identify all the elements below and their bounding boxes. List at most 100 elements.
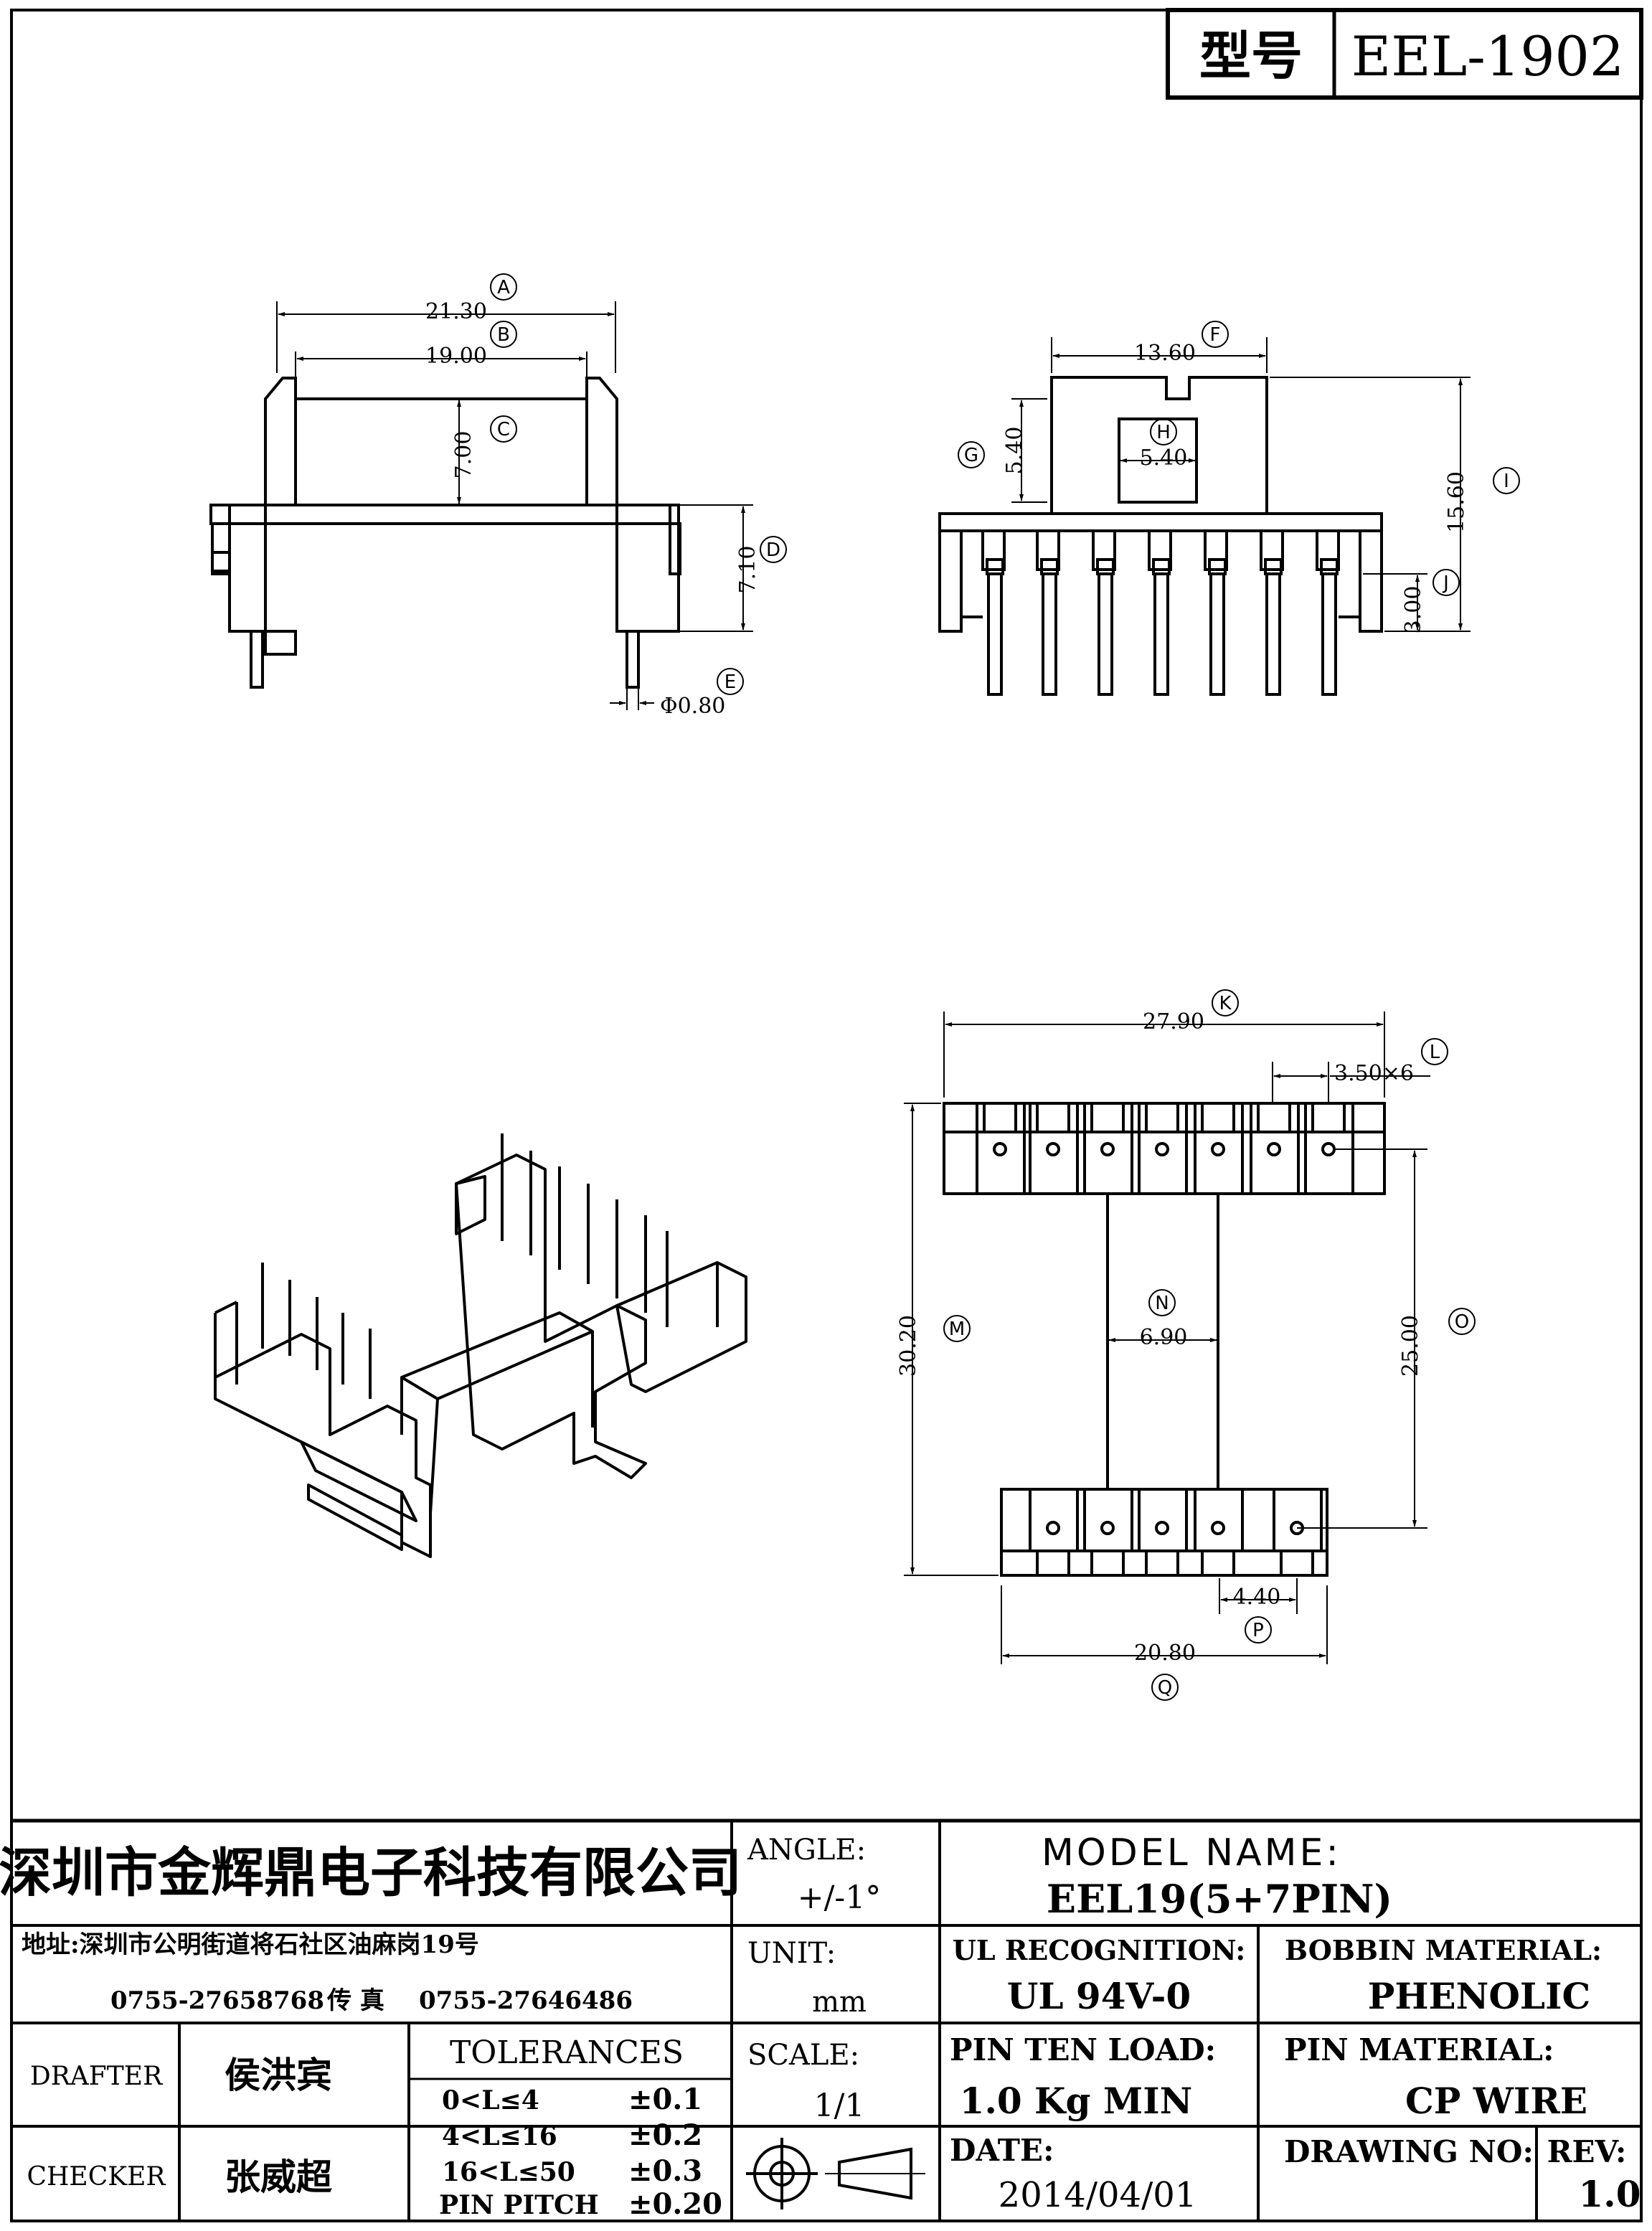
dim-o: 25.00 (1398, 1315, 1423, 1377)
unit-label: UNIT: (747, 1937, 836, 1970)
pin-material-label: PIN MATERIAL: (1284, 2032, 1554, 2067)
dim-f: 13.60 (1134, 341, 1196, 366)
model-box: 型号 EEL-1902 (1166, 8, 1643, 100)
side-pin-head (1040, 558, 1059, 575)
company-name: 深圳市金辉鼎电子科技有限公司 (0, 1842, 742, 1904)
marker-k: K (1219, 993, 1232, 1014)
side-pin-slot (1204, 529, 1228, 571)
pad-top-tab (1201, 1102, 1235, 1133)
pin-hole (1155, 1142, 1169, 1156)
pad-top-tab (983, 1102, 1017, 1133)
pin-hole (1321, 1142, 1336, 1156)
front-view (209, 377, 681, 689)
rev-value: 1.0 (1579, 2173, 1641, 2215)
tolerance-range-3: 16<L≤50 (442, 2157, 575, 2187)
marker-circle (760, 536, 787, 563)
marker-c: C (497, 419, 510, 440)
side-pin (1042, 572, 1057, 696)
marker-m: M (949, 1319, 965, 1340)
side-pin (1153, 572, 1169, 696)
pad-bottom (1083, 1488, 1133, 1552)
model-box-label: 型号 (1199, 25, 1303, 86)
side-view-pins (981, 529, 1340, 696)
marker-circle (958, 441, 985, 468)
pad-bottom-tab (1201, 1550, 1235, 1577)
marker-circle (1151, 1674, 1179, 1701)
marker-f: F (1210, 324, 1221, 346)
marker-circle (490, 321, 517, 348)
bottom-view-pads (976, 1102, 1354, 1577)
side-pin-slot (1092, 529, 1116, 571)
isometric-pins (261, 1133, 669, 1399)
side-pin-slot (981, 529, 1006, 571)
pin-hole (1046, 1521, 1060, 1535)
marker-o: O (1455, 1311, 1469, 1333)
tolerance-value-2: ±0.2 (628, 2118, 702, 2152)
side-pin-head (1152, 558, 1171, 575)
date-label: DATE: (950, 2133, 1054, 2168)
pad-bottom-tab (1280, 1550, 1314, 1577)
pad-top-tab (1036, 1102, 1070, 1133)
side-pin (1265, 572, 1281, 696)
pad-top-tab (1311, 1102, 1346, 1133)
marker-circle (490, 273, 517, 301)
fax-label: 传 真 (326, 1986, 384, 2015)
pin-hole (1100, 1521, 1115, 1535)
bobbin-material-value: PHENOLIC (1368, 1975, 1591, 2017)
pin-hole (1267, 1142, 1281, 1156)
marker-circle (1245, 1616, 1272, 1643)
marker-b: B (497, 324, 510, 346)
marker-circle (1448, 1308, 1476, 1335)
tolerance-range-2: 4<L≤16 (442, 2121, 557, 2151)
side-pin-slot (1260, 529, 1284, 571)
angle-label: ANGLE: (747, 1834, 866, 1867)
company-phone: 0755-27658768 (110, 1986, 324, 2015)
side-pin-slot (1316, 529, 1340, 571)
tolerances-label: TOLERANCES (450, 2034, 684, 2071)
drawing-no-label: DRAWING NO: (1284, 2134, 1534, 2169)
ul-label: UL RECOGNITION: (953, 1934, 1246, 1966)
marker-e: E (724, 671, 736, 693)
bottom-view-dims (904, 1011, 1430, 1664)
dim-a: 21.30 (425, 299, 487, 324)
marker-i: I (1504, 471, 1509, 492)
bobbin-material-label: BOBBIN MATERIAL: (1285, 1934, 1602, 1966)
dim-i: 15.60 (1444, 471, 1469, 533)
scale-value: 1/1 (814, 2088, 865, 2124)
checker-label: CHECKER (27, 2162, 166, 2192)
model-name-value: EEL19(5+7PIN) (1047, 1876, 1392, 1922)
marker-q: Q (1158, 1677, 1172, 1699)
pin-hole (1155, 1521, 1169, 1535)
dim-l: 3.50×6 (1334, 1061, 1414, 1086)
marker-p: P (1252, 1620, 1264, 1641)
pad-bottom (1194, 1488, 1244, 1552)
dim-c: 7.00 (451, 431, 476, 479)
marker-g: G (964, 445, 978, 466)
model-name-label: MODEL NAME: (1042, 1831, 1341, 1874)
company-address: 地址:深圳市公明街道将石社区油麻岗19号 (22, 1930, 479, 1959)
company-fax: 0755-27646486 (419, 1986, 633, 2015)
pin-material-value: CP WIRE (1405, 2080, 1587, 2122)
pad-bottom (1138, 1488, 1188, 1552)
marker-j: J (1442, 572, 1449, 594)
dim-m: 30.20 (896, 1315, 921, 1377)
side-pin-head (1264, 558, 1283, 575)
pad-bottom-tab (1090, 1550, 1125, 1577)
marker-circle (1212, 989, 1239, 1017)
dim-d: 7.10 (735, 546, 760, 594)
side-pin (1209, 572, 1225, 696)
projection-symbol (746, 2138, 925, 2209)
side-pin (1321, 572, 1337, 696)
side-pin-head (1208, 558, 1227, 575)
marker-circle (1493, 467, 1520, 494)
angle-value: +/-1° (798, 1879, 882, 1916)
side-view (938, 376, 1383, 633)
marker-circle (1202, 321, 1229, 348)
sheet-border (10, 9, 1643, 2222)
side-pin-head (1320, 558, 1339, 575)
scale-label: SCALE: (747, 2039, 859, 2072)
pad-bottom (1029, 1488, 1079, 1552)
marker-circle (717, 668, 744, 695)
